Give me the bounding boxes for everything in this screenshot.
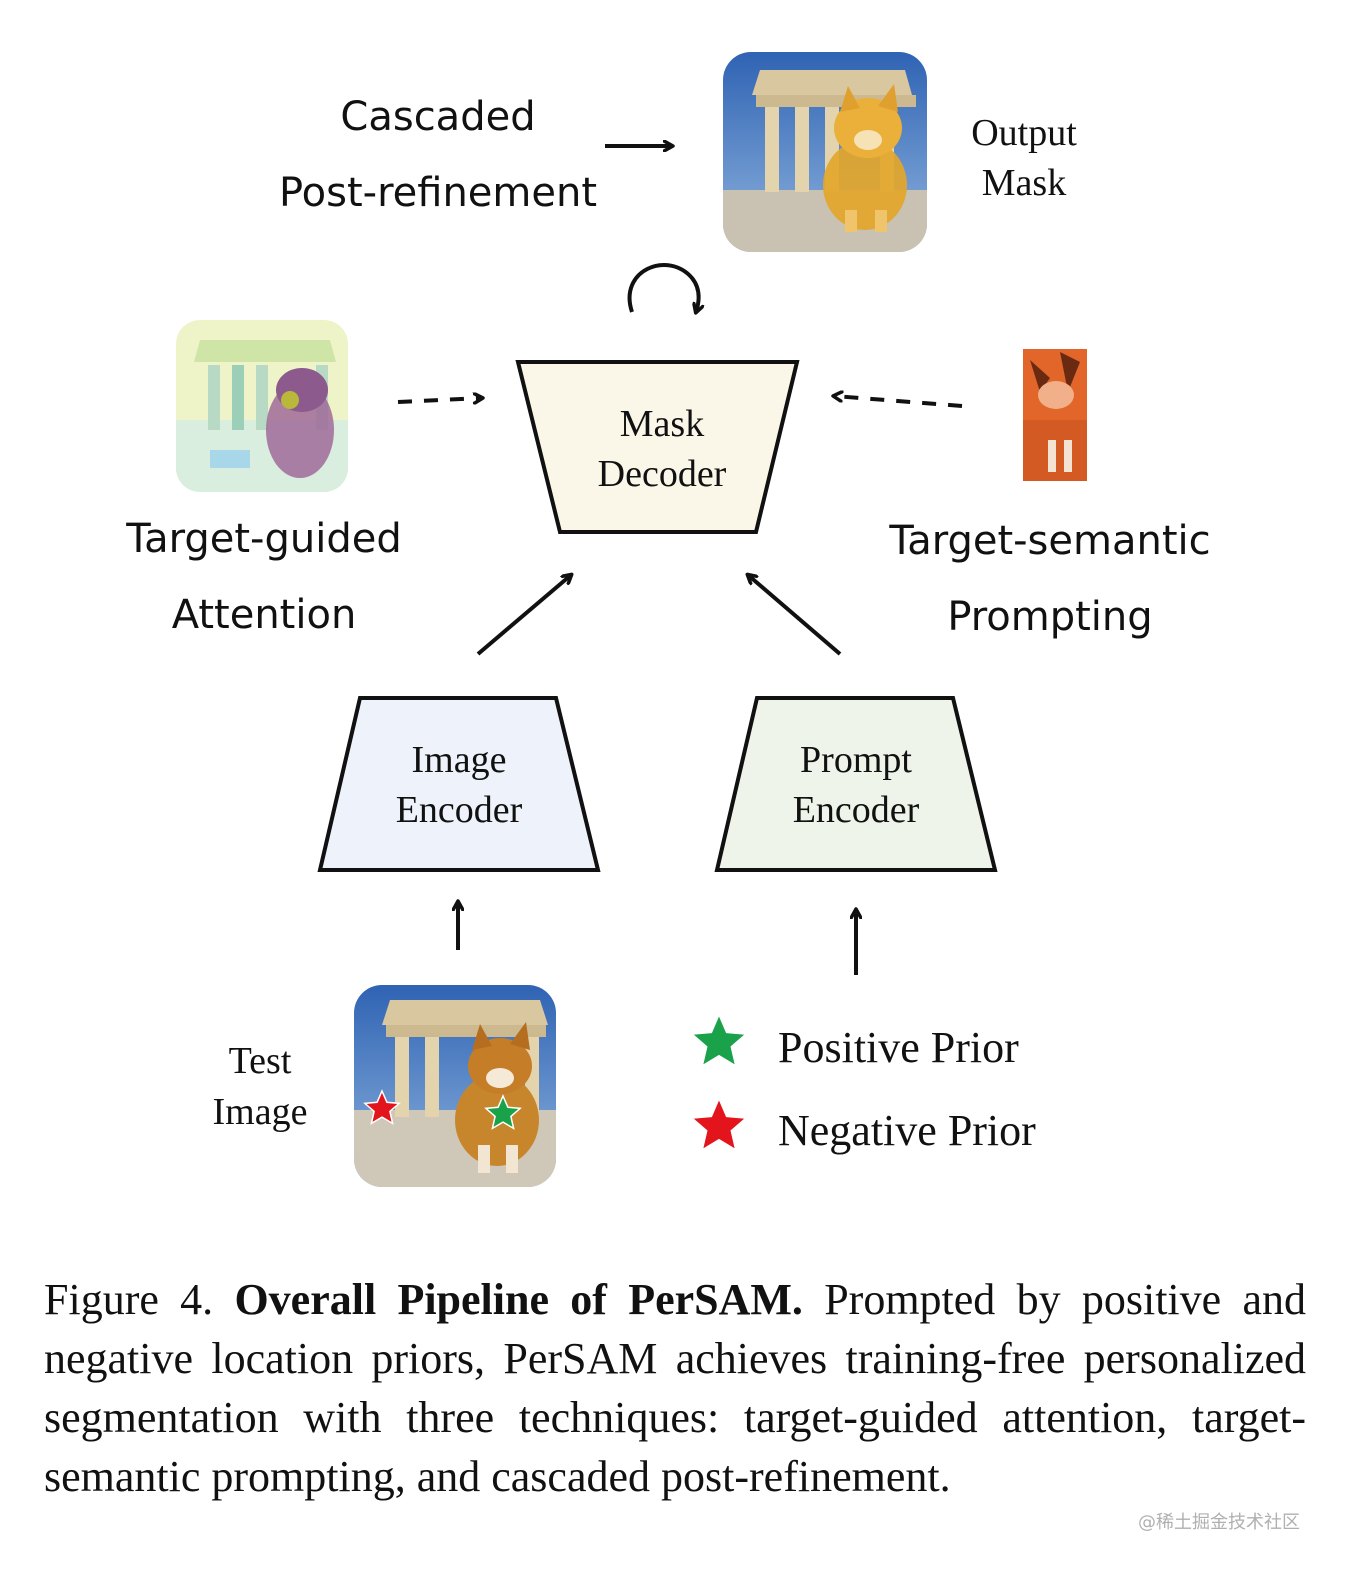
semantic-label-line2: Prompting bbox=[947, 594, 1152, 640]
mask-decoder-label-line2: Decoder bbox=[598, 453, 727, 495]
cascaded-label-line1: Cascaded bbox=[340, 94, 535, 140]
dashed-arrow-attention bbox=[397, 398, 482, 402]
watermark: @稀土掘金技术社区 bbox=[1138, 1512, 1300, 1533]
test-image-label-line1: Test bbox=[229, 1040, 292, 1082]
negative-prior-label: Negative Prior bbox=[778, 1106, 1036, 1155]
cascaded-label-line2: Post-refinement bbox=[279, 170, 597, 216]
prompt-encoder-block bbox=[714, 696, 998, 872]
dashed-arrow-semantic bbox=[834, 396, 963, 408]
mask-decoder-label-line1: Mask bbox=[620, 403, 704, 445]
prompt-encoder-label-line2: Encoder bbox=[793, 789, 920, 831]
prompt-encoder-label-line1: Prompt bbox=[800, 739, 912, 781]
figure-caption: Figure 4. Overall Pipeline of PerSAM. Pr… bbox=[44, 1270, 1306, 1506]
image-encoder-label-line2: Encoder bbox=[396, 789, 523, 831]
output-mask-image bbox=[723, 52, 927, 252]
pipeline-diagram: Cascaded Post-refinement Output Mask bbox=[125, 52, 1211, 1187]
negative-prior-star-icon bbox=[688, 1095, 750, 1153]
image-encoder-block bbox=[317, 696, 601, 872]
output-label-line2: Mask bbox=[982, 162, 1066, 204]
attention-label-line2: Attention bbox=[172, 592, 357, 638]
attention-map-image bbox=[176, 320, 348, 492]
image-encoder-label-line1: Image bbox=[412, 739, 507, 781]
attention-label-line1: Target-guided bbox=[125, 516, 401, 562]
positive-prior-star-on-image bbox=[484, 1094, 522, 1130]
caption-figure-label: Figure 4. bbox=[44, 1275, 214, 1324]
semantic-prompt-image bbox=[1023, 349, 1087, 481]
test-image bbox=[354, 985, 556, 1187]
output-label-line1: Output bbox=[971, 112, 1077, 154]
arrow-image-encoder-to-decoder bbox=[476, 575, 571, 656]
positive-prior-star-icon bbox=[688, 1011, 750, 1069]
caption-body: Prompted by positive and negative locati… bbox=[44, 1275, 1306, 1501]
test-image-label-line2: Image bbox=[213, 1091, 308, 1133]
refine-loop-arrow bbox=[627, 263, 699, 312]
mask-decoder-block bbox=[515, 360, 800, 534]
positive-prior-label: Positive Prior bbox=[778, 1023, 1019, 1072]
caption-title: Overall Pipeline of PerSAM. bbox=[234, 1275, 803, 1324]
arrow-prompt-encoder-to-decoder bbox=[748, 575, 842, 656]
semantic-label-line1: Target-semantic bbox=[888, 518, 1210, 564]
negative-prior-star-on-image bbox=[363, 1089, 401, 1125]
